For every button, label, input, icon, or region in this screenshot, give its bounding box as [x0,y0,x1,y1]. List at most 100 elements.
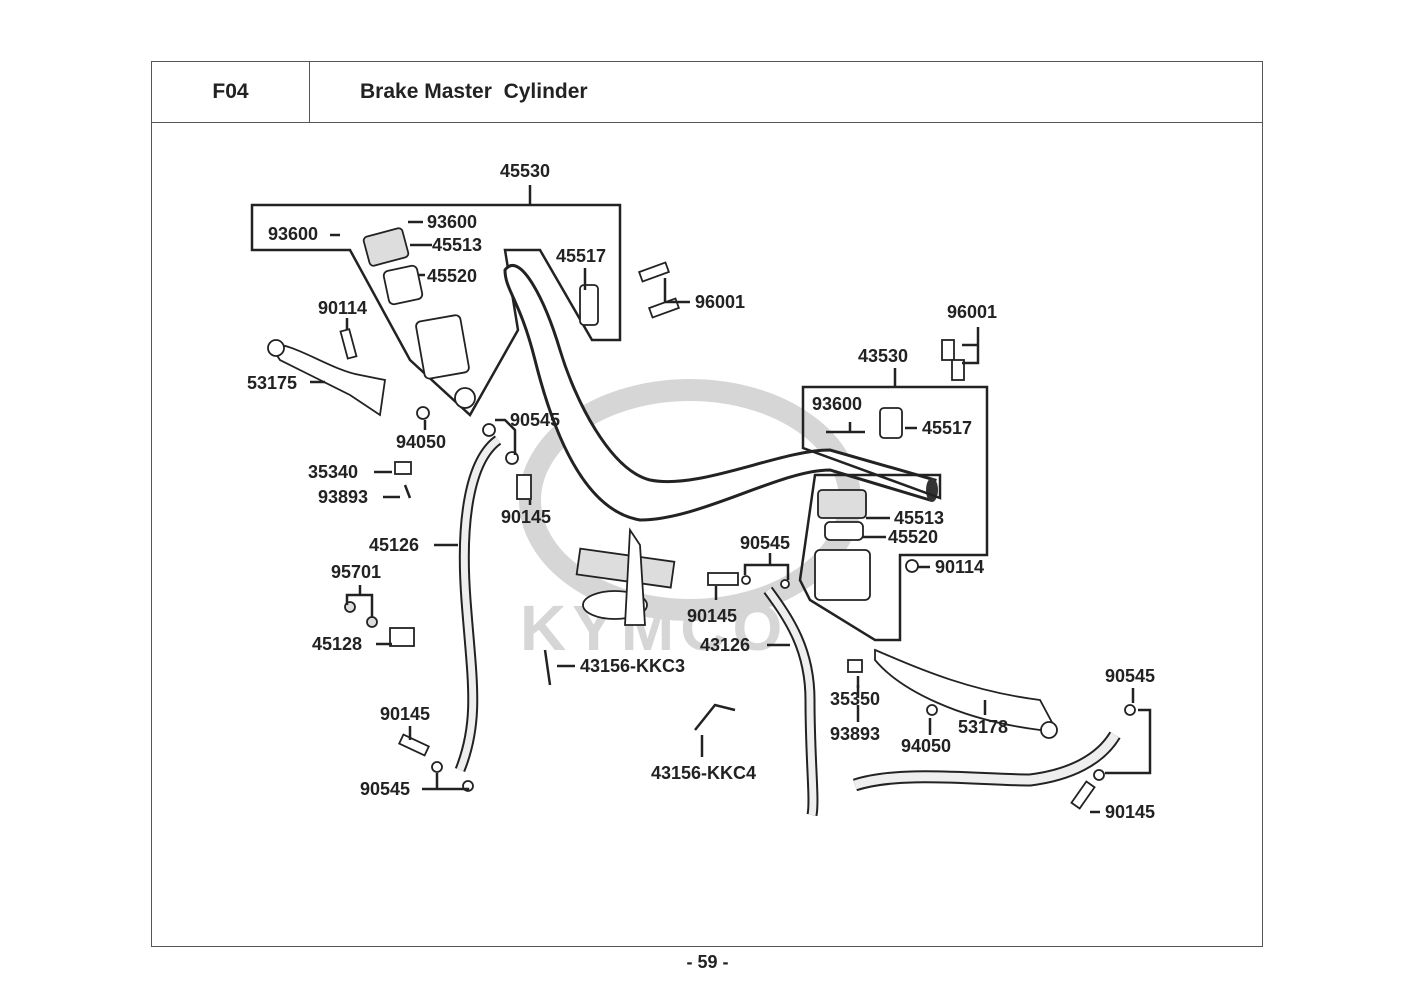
nut-94050-right [926,704,938,716]
part-label[interactable]: 45513 [432,235,482,255]
part-label[interactable]: 43126 [700,635,750,655]
banjo-bolt-90145-right [1070,780,1096,810]
part-label[interactable]: 95701 [331,562,381,582]
part-label[interactable]: 45520 [427,266,477,286]
wire-43156-kkc4 [694,703,736,731]
washer-90545-e [741,575,751,585]
part-label[interactable]: 90545 [360,779,410,799]
leader-90545b [422,773,470,791]
leader-lines [310,220,1152,814]
page-title: Brake Master Cylinder [360,80,588,103]
part-label[interactable]: 93600 [812,394,862,414]
leader-96001a [663,278,690,304]
part-label[interactable]: 35340 [308,462,358,482]
lever-end-right [1040,721,1058,739]
lower-hose [853,732,1119,790]
banjo-bolt-90145-left [516,474,532,500]
part-label[interactable]: 93893 [318,487,368,507]
hose-43126 [765,587,817,816]
bolt-96001-a [637,261,671,283]
leader-95701 [345,585,374,618]
part-label[interactable]: 90545 [1105,666,1155,686]
part-label[interactable]: 96001 [947,302,997,322]
part-label[interactable]: 93600 [268,224,318,244]
screw-93893-left [403,484,412,499]
master-cylinder-body [415,314,470,380]
handlebar-clamp [575,547,676,589]
part-label[interactable]: 45530 [500,161,550,181]
stem [624,527,646,626]
left-master-cylinder [267,227,599,500]
switch-35340 [394,461,412,475]
part-label[interactable]: 45517 [556,246,606,266]
clamp-45128 [389,627,415,647]
clip-43156-kkc3 [543,649,552,686]
bolt-96001-d [951,359,965,381]
part-label[interactable]: 43530 [858,346,908,366]
handlebar-end [926,478,938,502]
reservoir-cap-45513 [362,227,410,267]
holder-45517-left [579,284,599,326]
part-label[interactable]: 90545 [740,533,790,553]
part-label[interactable]: 90145 [501,507,551,527]
part-label[interactable]: 93600 [427,212,477,232]
part-label[interactable]: 90145 [1105,802,1155,822]
banjo-bolt-90145-mid [707,572,739,586]
part-label[interactable]: 43156-KKC4 [651,763,756,783]
part-label[interactable]: 43156-KKC3 [580,656,685,676]
pivot-bolt-90114-left [339,328,358,360]
nut-94050-left [416,406,430,420]
part-label[interactable]: 96001 [695,292,745,312]
screw-95701-b [366,616,378,628]
washer-90545-a [482,423,496,437]
part-label[interactable]: 90145 [687,606,737,626]
banjo-port [454,387,476,409]
washer-90545-f [780,579,790,589]
group-bracket-43530 [798,368,989,642]
header-divider [151,122,1263,123]
bolt-96001-c [941,339,955,361]
group-43530 [798,368,1058,739]
master-cylinder-body-right [814,549,871,601]
washer-90545-h [1093,769,1105,781]
pivot-bolt-90114-right [905,559,919,573]
part-label[interactable]: 45128 [312,634,362,654]
diaphragm-45520-right [824,521,864,541]
part-label[interactable]: 94050 [396,432,446,452]
reservoir-cap-45513-right [817,489,867,519]
hose-45126 [456,437,501,772]
part-label[interactable]: 90545 [510,410,560,430]
section-code: F04 [212,80,249,103]
right-brake-hoses [637,261,1136,817]
leader-90545d [1105,688,1152,775]
part-labels: 45530 93600 93600 45513 45520 45517 9600… [247,161,1155,822]
part-label[interactable]: 45520 [888,527,938,547]
switch-35350 [847,659,863,673]
part-label[interactable]: 93893 [830,724,880,744]
holder-45517-right [879,407,903,439]
diagram-frame [151,61,1263,947]
part-label[interactable]: 53178 [958,717,1008,737]
leader-96001b [962,327,980,365]
leader-90545a [495,418,517,455]
part-label[interactable]: 53175 [247,373,297,393]
washer-90545-g [1124,704,1136,716]
part-label[interactable]: 45126 [369,535,419,555]
banjo-bolt-90145-lower [398,733,430,757]
leader-90545c [743,553,790,580]
page-number: - 59 - [686,952,729,972]
part-label[interactable]: 90145 [380,704,430,724]
part-label[interactable]: 45513 [894,508,944,528]
part-label[interactable]: 45517 [922,418,972,438]
part-label[interactable]: 90114 [318,298,367,318]
diaphragm-45520 [382,264,424,306]
lever-end-left [267,339,285,357]
part-label[interactable]: 35350 [830,689,880,709]
part-label[interactable]: 90114 [935,557,984,577]
left-brake-hose [344,435,736,792]
leader-93600c [826,422,865,434]
watermark-text: KYMCO [520,592,788,664]
part-label[interactable]: 94050 [901,736,951,756]
washer-90545-c [431,761,443,773]
